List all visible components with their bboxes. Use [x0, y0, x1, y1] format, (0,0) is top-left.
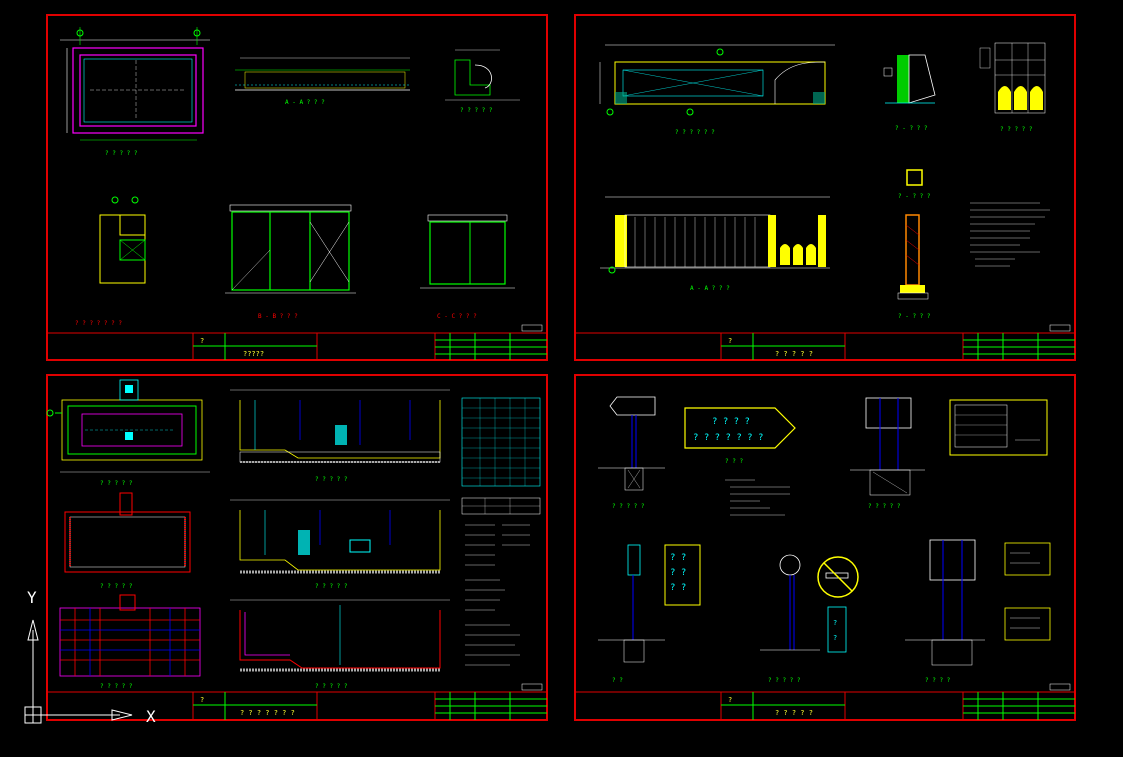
- tank-notes: [465, 524, 530, 666]
- drawing-title: B - B ? ? ?: [258, 313, 298, 320]
- drawing-title: C - C ? ? ?: [437, 313, 477, 320]
- drawing-title: ? ? ? ? ?: [315, 583, 348, 590]
- drawing-title: ? ? ? ? ?: [100, 683, 133, 690]
- rebar-plan-2[interactable]: [59, 594, 201, 677]
- vertical-sign-post[interactable]: [598, 544, 665, 663]
- ucs-y-label: Y: [27, 588, 37, 607]
- fence-elevation[interactable]: [600, 196, 830, 274]
- drawing-title: ? ? ? ? ?: [612, 503, 645, 510]
- tank-section-1[interactable]: [230, 389, 450, 463]
- section-a-a[interactable]: [235, 57, 410, 91]
- ucs-icon: Y X: [24, 588, 156, 726]
- arrow-sign-face[interactable]: ? ? ? ? ? ? ? ? ? ? ?: [684, 407, 796, 449]
- title-block: [575, 332, 1075, 360]
- sign-notes: [725, 479, 790, 516]
- sheet-wall[interactable]: ? ? ? ? ? ? ? ? ? ? ? ? ? - ? ? ?: [574, 14, 1076, 361]
- drawing-title: ? ? ? ? ?: [868, 503, 901, 510]
- sheet-frame: [46, 14, 548, 361]
- no-smoking-sign[interactable]: ? ?: [760, 554, 859, 653]
- title-block-name: ? ? ? ? ?: [775, 350, 813, 358]
- board-post-right[interactable]: [905, 539, 1051, 666]
- drawing-title: A - A ? ? ?: [690, 285, 730, 292]
- rebar-table: [461, 397, 541, 487]
- drawing-title: ? ? ? ? ?: [100, 583, 133, 590]
- material-table: [461, 497, 541, 515]
- drawing-title: ? ? ? ? ?: [100, 480, 133, 487]
- arrow-sign-post[interactable]: [598, 396, 665, 491]
- sheet-pool[interactable]: ? ????? ? ? ? ? ? A - A ? ? ?: [46, 14, 548, 361]
- section-b-b[interactable]: [225, 204, 356, 294]
- title-block-label: ?: [200, 337, 204, 345]
- drawing-title: ? - ? ? ?: [898, 313, 931, 320]
- vertical-sign-face[interactable]: ? ? ? ? ? ?: [664, 544, 701, 606]
- drawing-title: ? ? ? ? ?: [768, 677, 801, 684]
- pillar-section[interactable]: [897, 169, 929, 300]
- title-block-label: ?: [728, 337, 732, 345]
- drawing-title: ? ? ? ?: [925, 677, 951, 684]
- board-sign-post[interactable]: [850, 397, 925, 496]
- title-block: [47, 691, 547, 720]
- tank-section-2[interactable]: [230, 499, 450, 574]
- drawing-title: ? ? ?: [725, 458, 743, 465]
- title-block-name: ?????: [243, 350, 264, 358]
- drawing-title: ? ? ? ? ? ?: [675, 129, 715, 136]
- sheet-frame: [574, 14, 1076, 361]
- sign-line-1: ? ? ? ?: [712, 417, 750, 427]
- sign-line-2: ? ? ? ? ? ? ?: [693, 433, 763, 443]
- title-block: [575, 691, 1075, 720]
- sheet-signs[interactable]: ? ? ? ? ? ? ? ? ? ? ? ? ? ? ? ? ? ? ? ? …: [574, 374, 1076, 721]
- tank-section-3[interactable]: [230, 599, 450, 672]
- title-block-name: ? ? ? ? ?: [775, 709, 813, 717]
- title-block: [47, 332, 547, 360]
- section-c-c[interactable]: [420, 214, 515, 289]
- drawing-title: ? ? ? ? ?: [315, 476, 348, 483]
- sheet-tank[interactable]: ? ? ? ? ? ? ? ? ? ? ? ? ? ? ? ? ? ?: [46, 374, 548, 721]
- title-block-name: ? ? ? ? ? ? ?: [240, 709, 295, 717]
- drawing-title: A - A ? ? ?: [285, 99, 325, 106]
- drawing-title: ? ? ? ? ?: [315, 683, 348, 690]
- rebar-plan-1[interactable]: [64, 492, 191, 573]
- title-block-label: ?: [728, 696, 732, 704]
- ucs-x-label: X: [146, 707, 156, 726]
- drawing-title: ? ? ? ? ? ? ?: [75, 320, 122, 327]
- small-plan[interactable]: [99, 196, 146, 284]
- svg-text:? ?: ? ?: [670, 583, 686, 593]
- gate-elevation-top[interactable]: [599, 44, 835, 116]
- svg-text:? ?: ? ?: [670, 553, 686, 563]
- drawing-title: ? ?: [612, 677, 623, 684]
- title-block-label: ?: [200, 696, 204, 704]
- drawing-title: ? ? ? ? ?: [105, 150, 138, 157]
- svg-text:? ?: ? ?: [670, 568, 686, 578]
- svg-text:?: ?: [833, 619, 837, 627]
- drawing-title: ? ? ? ? ?: [1000, 126, 1033, 133]
- board-sign-face[interactable]: [949, 399, 1048, 456]
- drawing-title: ? - ? ? ?: [895, 125, 928, 132]
- drawing-title: ? - ? ? ?: [898, 193, 931, 200]
- notes-block: [970, 202, 1050, 267]
- detail-node[interactable]: [445, 49, 520, 101]
- svg-text:?: ?: [833, 634, 837, 642]
- grille-detail[interactable]: [979, 42, 1046, 114]
- drawing-title: ? ? ? ? ?: [460, 107, 493, 114]
- tank-plan[interactable]: [46, 379, 210, 473]
- sheet-frame: [574, 374, 1076, 721]
- pool-plan[interactable]: [60, 27, 210, 141]
- side-section[interactable]: [883, 54, 936, 104]
- sheet-frame: [46, 374, 548, 721]
